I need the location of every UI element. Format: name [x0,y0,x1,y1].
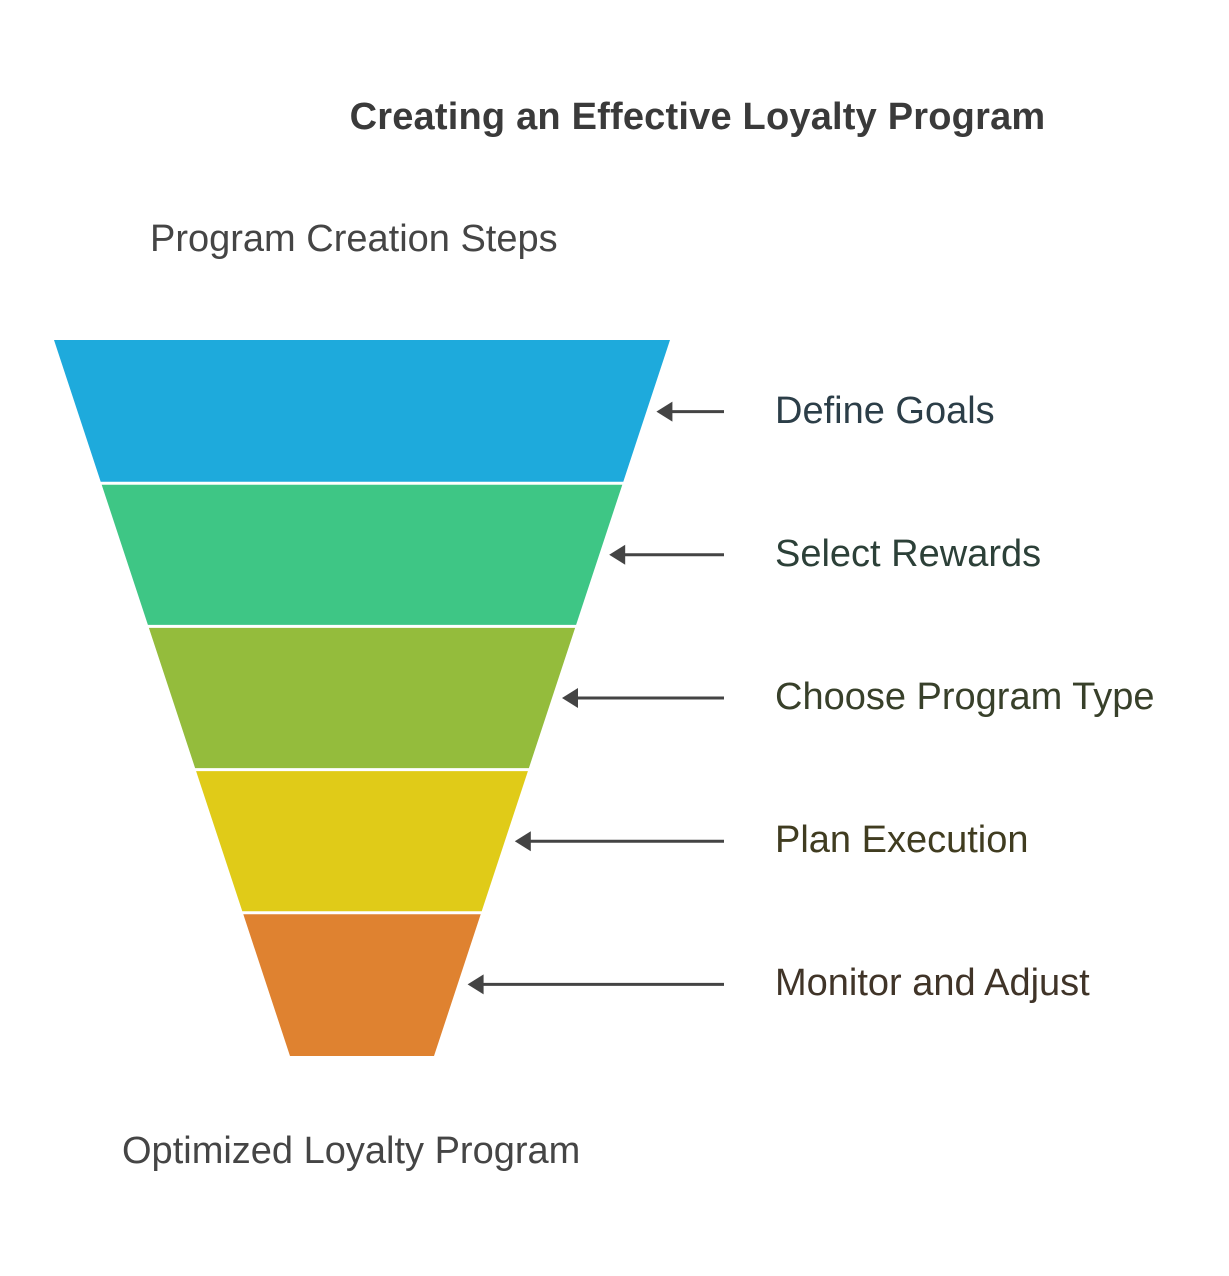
stage-2-arrowhead [609,544,626,565]
stage-5-arrowhead [467,974,484,995]
funnel-stage-1 [54,340,670,482]
funnel-bottom-label: Optimized Loyalty Program [122,1130,581,1172]
stage-3-arrowhead [562,688,578,708]
diagram-title: Creating an Effective Loyalty Program [349,96,1046,138]
stage-4-label: Plan Execution [775,819,1029,862]
stage-1-arrowhead [656,401,673,422]
stage-3-label: Choose Program Type [775,676,1155,718]
funnel-stage-4 [196,771,528,912]
stage-5-label: Monitor and Adjust [775,962,1090,1005]
stage-2-label: Select Rewards [775,532,1042,575]
stage-4-arrowhead [514,831,531,852]
funnel-stage-3 [148,627,576,769]
funnel-stage-2 [101,484,623,625]
funnel-stage-5 [243,914,481,1056]
stage-1-label: Define Goals [775,389,995,432]
funnel-top-label: Program Creation Steps [150,218,558,260]
